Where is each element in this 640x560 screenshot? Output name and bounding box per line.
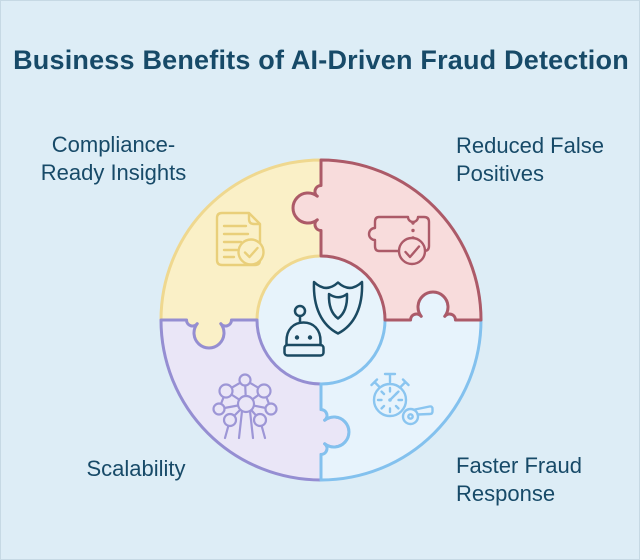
label-line: Faster Fraud: [456, 453, 582, 478]
shield-icon: [312, 280, 364, 335]
segment-label-compliance-ready-insights: Compliance- Ready Insights: [16, 131, 211, 187]
robot-icon: [283, 304, 325, 357]
segment-label-scalability: Scalability: [41, 455, 231, 483]
puzzle-piece-reduced-false-positives: [291, 158, 483, 322]
network-structure-icon: [212, 373, 278, 440]
label-line: Ready Insights: [40, 160, 187, 185]
ticket-check-icon: [367, 215, 431, 266]
stopwatch-whistle-icon: [370, 372, 434, 426]
page-title: Business Benefits of AI-Driven Fraud Det…: [13, 45, 629, 75]
label-line: Compliance-: [51, 132, 176, 157]
segment-label-reduced-false-positives: Reduced False Positives: [456, 132, 626, 188]
document-check-icon: [215, 211, 265, 267]
label-line: Scalability: [86, 456, 186, 481]
label-line: Reduced False: [456, 133, 604, 158]
label-line: Response: [456, 481, 556, 506]
label-line: Positives: [456, 161, 545, 186]
segment-label-faster-fraud-response: Faster Fraud Response: [456, 452, 626, 508]
